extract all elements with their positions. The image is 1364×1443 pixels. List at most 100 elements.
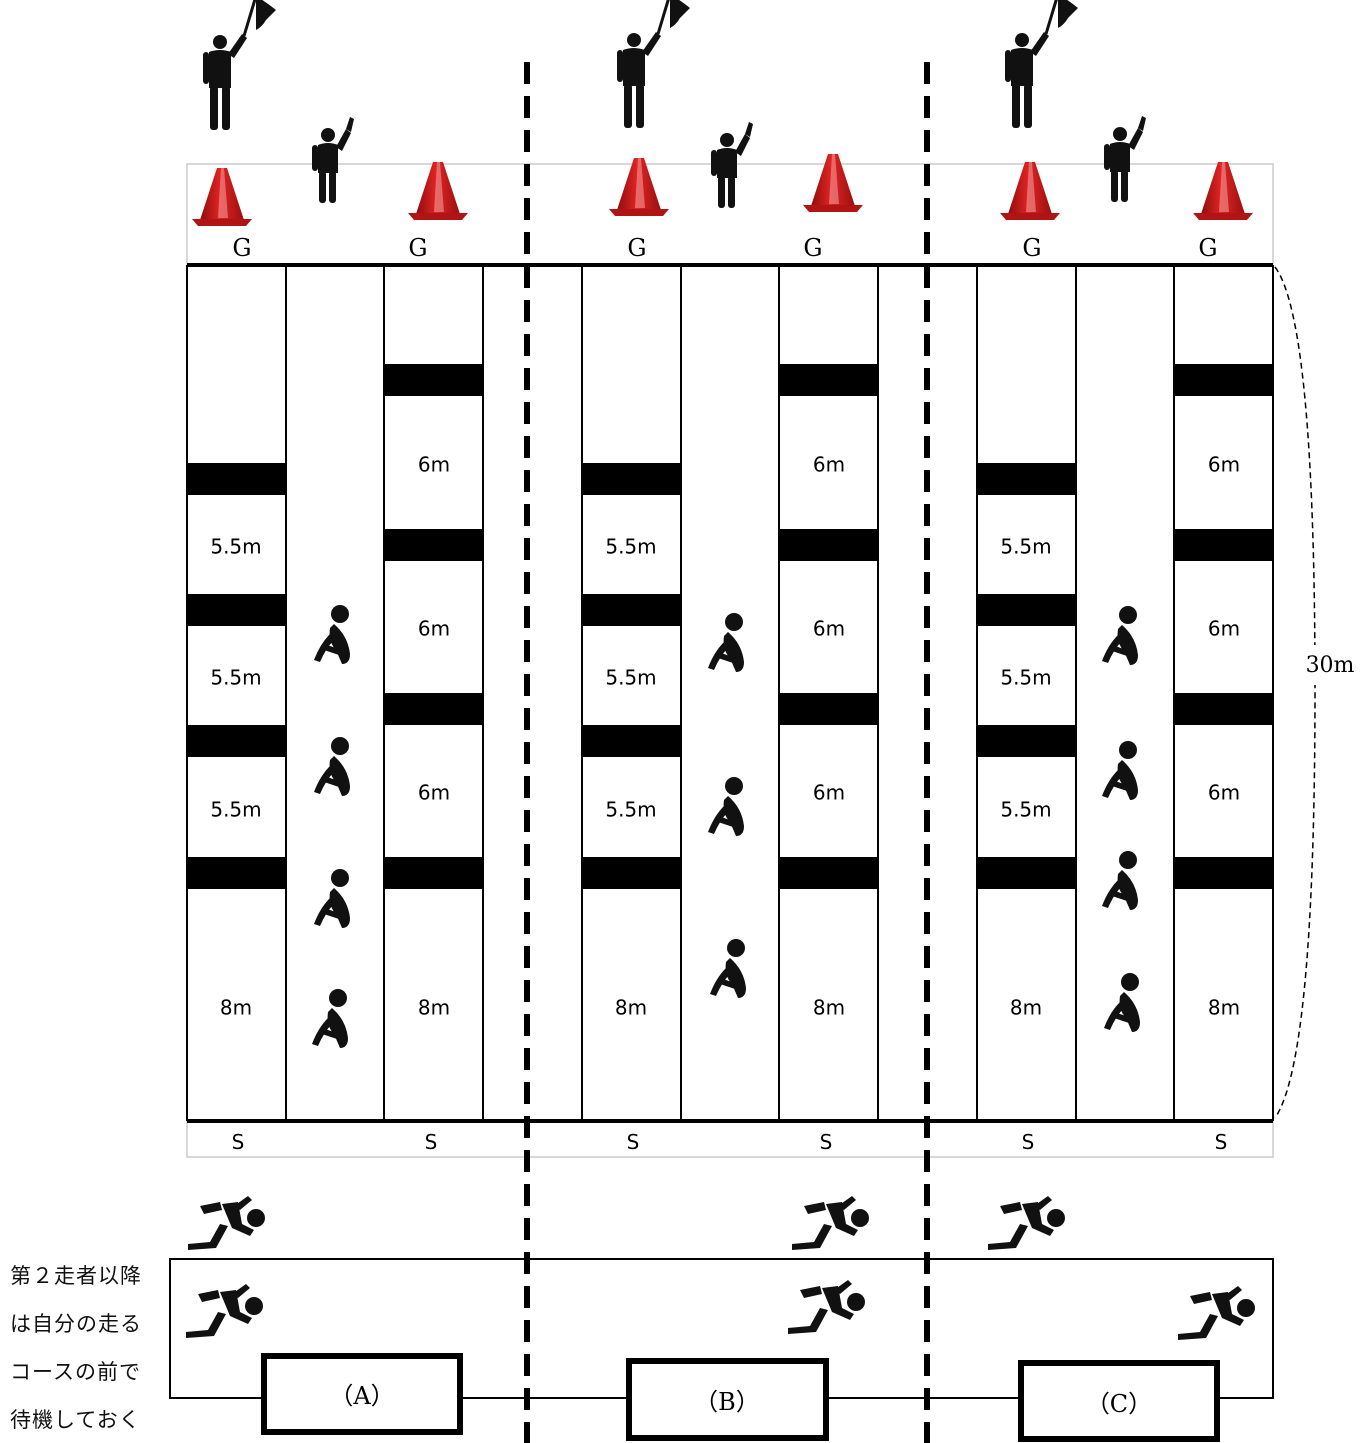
waiting-note-line-4: 待機しておく: [10, 1408, 141, 1432]
hurdle-bar: [187, 594, 286, 626]
hurdle-bar: [779, 693, 878, 725]
hurdle-bar: [187, 725, 286, 757]
hurdle-bar: [779, 364, 878, 396]
total-distance-label: 30m: [1306, 653, 1355, 678]
segment-distance-label: 5.5m: [210, 666, 261, 690]
goal-marker: G: [232, 234, 251, 262]
course-box-a: （A）: [261, 1353, 463, 1435]
hurdle-bars: [187, 364, 1273, 889]
seated-child-icon: [1102, 851, 1138, 910]
cone-icon: [192, 168, 252, 226]
waiting-note-line-2: は自分の走る: [10, 1312, 142, 1336]
segment-distance-label: 8m: [615, 996, 647, 1020]
segment-distance-label: 6m: [418, 781, 450, 805]
segment-distance-label: 6m: [1208, 617, 1240, 641]
hurdle-bar: [779, 529, 878, 561]
waiting-note-line-3: コースの前で: [10, 1360, 141, 1384]
start-marker: S: [627, 1130, 640, 1154]
distance-label-bg: [1298, 645, 1362, 685]
segment-distance-label: 5.5m: [605, 535, 656, 559]
hurdle-bar: [1174, 364, 1273, 396]
segment-distance-label: 6m: [1208, 453, 1240, 477]
goal-judge-icon: [312, 117, 354, 203]
goal-marker: G: [1198, 234, 1217, 262]
segment-distance-label: 8m: [813, 996, 845, 1020]
cone-icon: [408, 162, 468, 220]
goal-judge-icon: [711, 122, 753, 208]
hurdle-bar: [384, 693, 483, 725]
seated-child-icon: [312, 989, 348, 1048]
segment-distance-label: 8m: [1208, 996, 1240, 1020]
start-marker: S: [232, 1130, 245, 1154]
flag-official-icon: [1003, 0, 1080, 130]
segment-distance-label: 6m: [418, 617, 450, 641]
seated-child-icon: [314, 737, 350, 796]
segment-distance-label: 5.5m: [210, 798, 261, 822]
segment-distance-label: 5.5m: [1000, 535, 1051, 559]
segment-distance-label: 8m: [220, 996, 252, 1020]
runner-icon: [186, 1284, 263, 1338]
segment-distance-label: 6m: [1208, 781, 1240, 805]
goal-marker: G: [408, 234, 427, 262]
segment-distance-label: 6m: [418, 453, 450, 477]
cone-icon: [1193, 162, 1253, 220]
hurdle-bar: [384, 857, 483, 889]
runner-icon: [788, 1280, 865, 1334]
hurdle-bar: [977, 463, 1076, 495]
course-box-c: （C）: [1018, 1360, 1220, 1442]
hurdle-bar: [977, 594, 1076, 626]
hurdle-bar: [1174, 693, 1273, 725]
segment-distance-label: 6m: [813, 617, 845, 641]
hurdle-bar: [582, 725, 681, 757]
segment-distance-label: 8m: [1010, 996, 1042, 1020]
flag-official-icon: [201, 0, 278, 132]
start-marker: S: [820, 1130, 833, 1154]
course-label-c: （C）: [1086, 1390, 1152, 1418]
distance-labels: 5.5m 5.5m 5.5m 8m 6m 6m 6m 8m 5.5m 5.5m 5.5m 8m 6m 6m…: [210, 453, 1240, 1020]
hurdle-bar: [384, 529, 483, 561]
runner-icon: [188, 1196, 265, 1250]
seated-child-icon: [710, 939, 746, 998]
waiting-note-line-1: 第２走者以降: [10, 1264, 142, 1288]
lane-lines: [186, 265, 1274, 1121]
segment-distance-label: 5.5m: [1000, 666, 1051, 690]
hurdle-bar: [1174, 857, 1273, 889]
flag-official-icon: [615, 0, 692, 130]
goal-judge-icon: [1104, 116, 1146, 202]
segment-distance-label: 6m: [813, 781, 845, 805]
hurdle-bar: [582, 594, 681, 626]
seated-child-icon: [314, 869, 350, 928]
seated-child-icon: [1102, 606, 1138, 665]
hurdle-bar: [582, 463, 681, 495]
cone-icon: [1000, 162, 1060, 220]
runner-icon: [1178, 1286, 1255, 1340]
goal-marker: G: [1022, 234, 1041, 262]
runner-icon: [792, 1196, 869, 1250]
cone-icon: [803, 154, 863, 212]
runner-icon: [988, 1196, 1065, 1250]
segment-distance-label: 5.5m: [210, 535, 261, 559]
seated-child-icon: [1102, 741, 1138, 800]
hurdle-bar: [187, 463, 286, 495]
hurdle-bar: [977, 725, 1076, 757]
goal-marker: G: [627, 234, 646, 262]
segment-distance-label: 5.5m: [605, 798, 656, 822]
hurdle-bar: [1174, 529, 1273, 561]
start-marker: S: [425, 1130, 438, 1154]
start-marker: S: [1022, 1130, 1035, 1154]
seated-child-icon: [314, 605, 350, 664]
segment-distance-label: 5.5m: [605, 666, 656, 690]
seated-child-icon: [708, 613, 744, 672]
seated-child-icon: [708, 777, 744, 836]
hurdle-bar: [187, 857, 286, 889]
distance-dimension-line: [1274, 266, 1316, 1119]
hurdle-bar: [384, 364, 483, 396]
cone-icon: [609, 158, 669, 216]
hurdle-bar: [779, 857, 878, 889]
hurdle-bar: [977, 857, 1076, 889]
segment-distance-label: 6m: [813, 453, 845, 477]
hurdle-bar: [582, 857, 681, 889]
course-label-b: （B）: [694, 1388, 760, 1416]
